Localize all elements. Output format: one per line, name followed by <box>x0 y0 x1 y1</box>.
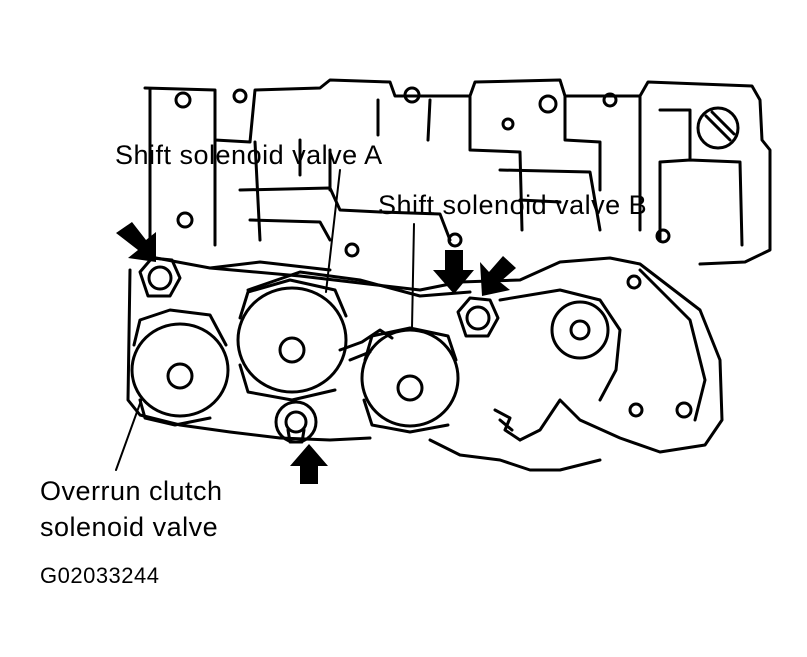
arrow-icon <box>290 444 328 484</box>
bolt-icon <box>138 256 182 298</box>
bolt-icon <box>274 400 318 444</box>
solenoid-icon <box>130 308 230 427</box>
label-shift-solenoid-b: Shift solenoid valve B <box>378 190 648 220</box>
bolt-icon <box>456 296 500 338</box>
arrow-icon <box>116 222 156 262</box>
wiring-harness <box>208 260 472 362</box>
label-overrun-clutch: Overrun clutch <box>40 476 223 506</box>
valve-body-casting <box>143 78 772 266</box>
solenoid-icon <box>360 326 460 434</box>
arrow-icon <box>433 250 474 294</box>
leader-lines <box>115 169 415 471</box>
solenoid-bracket <box>126 253 724 472</box>
figure-code: G02033244 <box>40 563 160 588</box>
label-shift-solenoid-a: Shift solenoid valve A <box>115 140 383 170</box>
arrow-icon <box>480 256 516 296</box>
label-overrun-solenoid: solenoid valve <box>40 512 219 542</box>
solenoid-icon <box>236 278 348 402</box>
